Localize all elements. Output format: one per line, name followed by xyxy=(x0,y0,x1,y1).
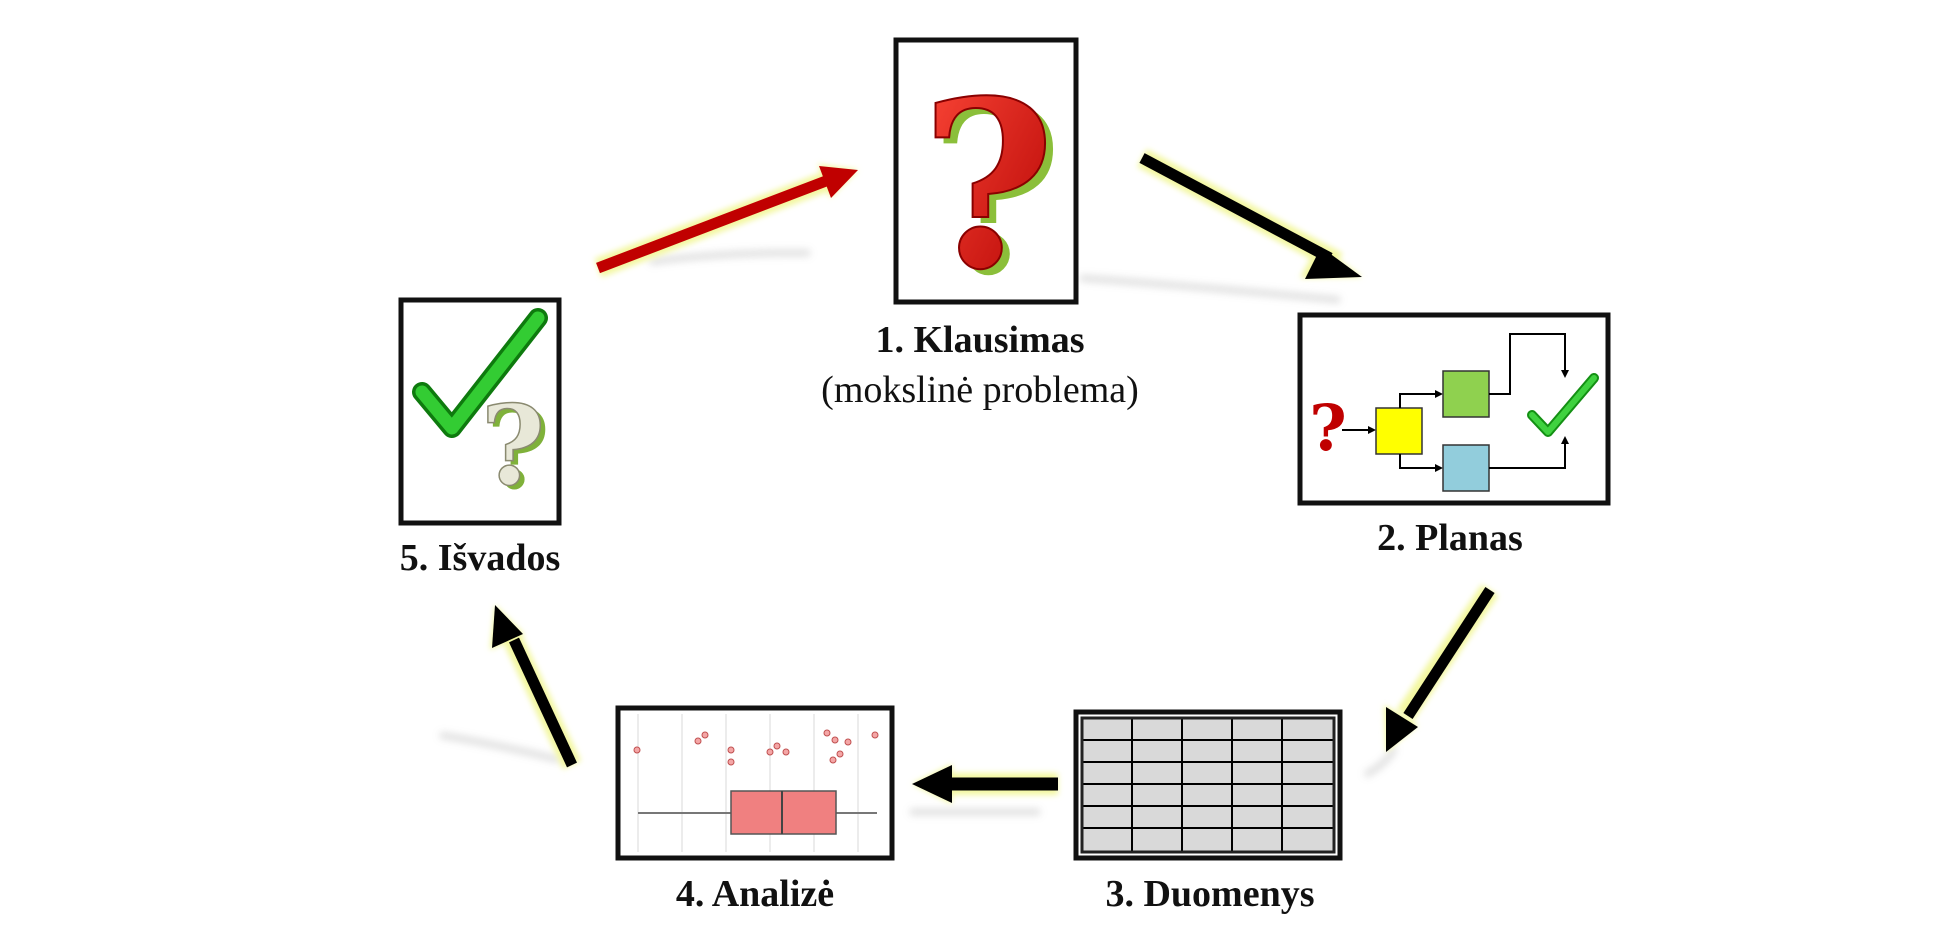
arrow-4-to-5 xyxy=(490,605,582,770)
data-table-icon xyxy=(1080,716,1336,854)
step-2-title: 2. Planas xyxy=(1377,517,1523,559)
checkmark-question-icon: ? ? xyxy=(412,308,550,514)
step-1-title: 1. Klausimas xyxy=(875,319,1085,361)
svg-text:?: ? xyxy=(921,51,1056,321)
step-3-card xyxy=(1073,709,1343,861)
svg-text:?: ? xyxy=(929,57,1064,327)
step-1-subtitle: (mokslinė problema) xyxy=(821,369,1139,411)
boxplot-icon xyxy=(633,714,879,852)
svg-text:?: ? xyxy=(1309,391,1347,466)
step-4-title: 4. Analizė xyxy=(675,873,835,915)
question-mark-icon: ? ? xyxy=(920,50,1064,327)
arrow-2-to-3 xyxy=(1384,584,1499,752)
arrow-5-to-1 xyxy=(594,164,858,278)
svg-text:?: ? xyxy=(481,381,545,510)
arrow-1-to-2 xyxy=(1137,149,1362,279)
svg-text:?: ? xyxy=(486,385,550,514)
step-3-title: 3. Duomenys xyxy=(1105,873,1315,915)
flowchart-plan-icon: ? xyxy=(1309,333,1599,492)
reflection-shadows xyxy=(439,249,1398,816)
step-4-card xyxy=(615,705,895,861)
step-2-card: ? xyxy=(1297,312,1611,506)
step-5-card: ? ? xyxy=(398,297,562,526)
arrow-3-to-4 xyxy=(912,764,1058,804)
step-5-title: 5. Išvados xyxy=(399,537,561,579)
step-1-card: ? ? xyxy=(893,37,1079,327)
